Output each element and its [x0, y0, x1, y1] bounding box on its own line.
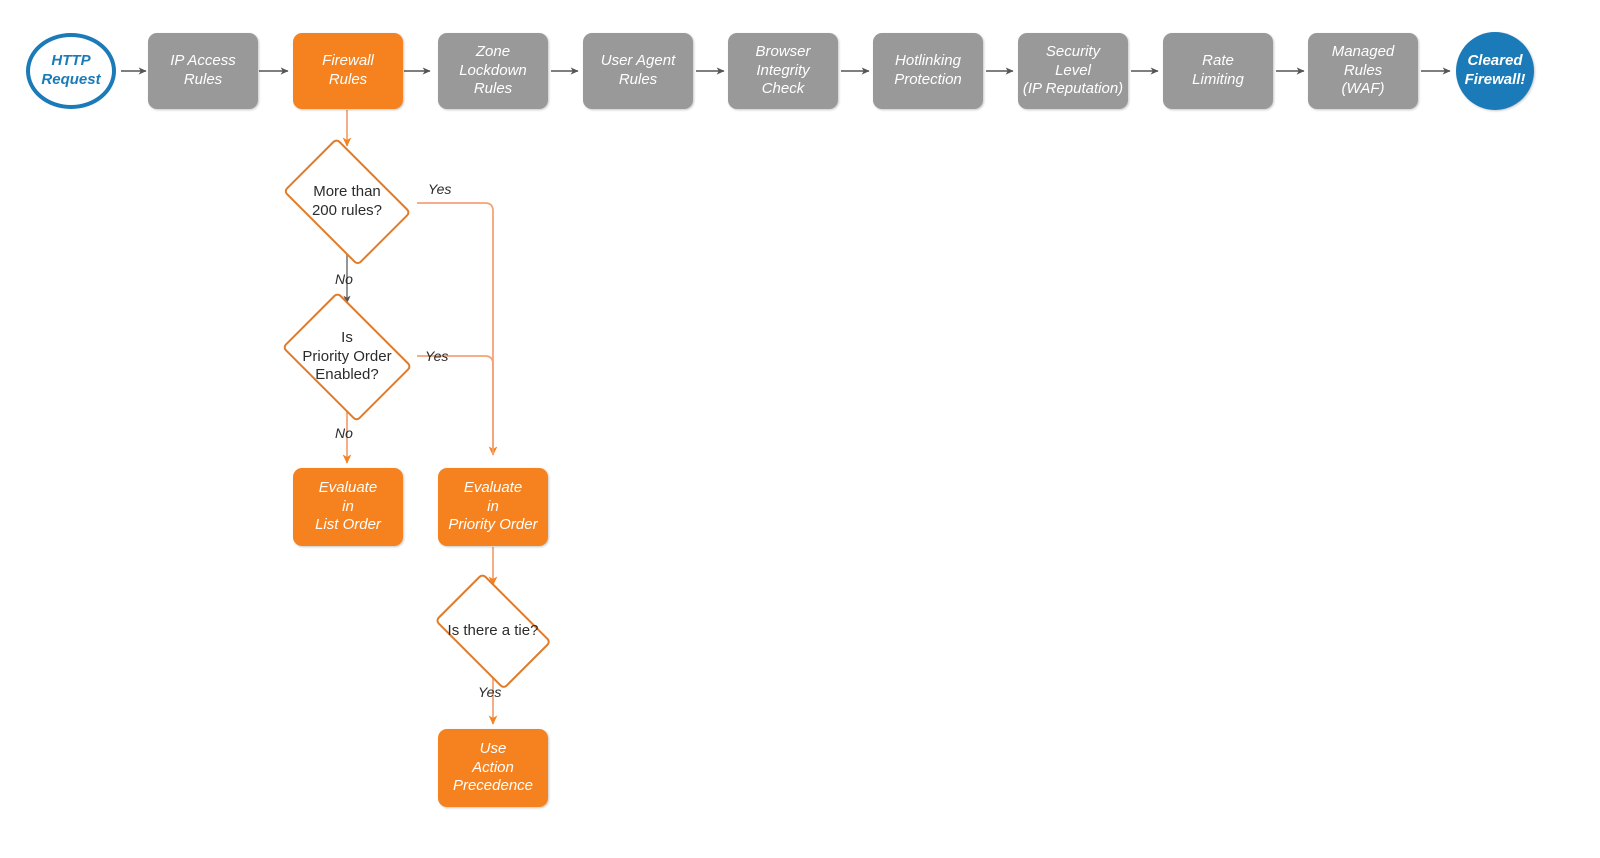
edge-yes-priority: [417, 355, 494, 455]
node-rate-limiting[interactable]: Rate Limiting: [1163, 33, 1273, 109]
node-firewall-rules[interactable]: Firewall Rules: [293, 33, 403, 109]
node-http-request[interactable]: HTTP Request: [26, 33, 116, 109]
node-label: Managed Rules (WAF): [1331, 42, 1395, 98]
node-use-action-precedence[interactable]: Use Action Precedence: [438, 729, 548, 807]
decision-label: Is there a tie?: [447, 621, 539, 639]
decision-is-there-a-tie[interactable]: Is there a tie?: [424, 572, 562, 690]
node-label: Evaluate in List Order: [315, 478, 381, 534]
node-security-level[interactable]: Security Level (IP Reputation): [1018, 33, 1128, 109]
node-ip-access-rules[interactable]: IP Access Rules: [148, 33, 258, 109]
node-label: Rate Limiting: [1192, 52, 1244, 88]
node-label: Use Action Precedence: [452, 739, 534, 795]
edge-label-no-priority-order: No: [335, 425, 353, 441]
node-zone-lockdown-rules[interactable]: Zone Lockdown Rules: [438, 33, 548, 109]
node-browser-integrity-check[interactable]: Browser Integrity Check: [728, 33, 838, 109]
node-cleared-firewall[interactable]: Cleared Firewall!: [1456, 32, 1534, 110]
node-label: Cleared Firewall!: [1464, 52, 1526, 88]
node-label: Security Level (IP Reputation): [1022, 42, 1124, 98]
decision-label: More than 200 rules?: [311, 183, 383, 219]
node-managed-rules-waf[interactable]: Managed Rules (WAF): [1308, 33, 1418, 109]
node-label: HTTP Request: [41, 52, 101, 88]
node-label: User Agent Rules: [600, 52, 676, 88]
decision-more-than-200-rules[interactable]: More than 200 rules?: [272, 137, 422, 267]
node-hotlinking-protection[interactable]: Hotlinking Protection: [873, 33, 983, 109]
edge-label-yes-tie: Yes: [478, 684, 502, 700]
edge-label-yes-more-than-200: Yes: [428, 181, 452, 197]
node-label: IP Access Rules: [170, 52, 236, 88]
node-label: Zone Lockdown Rules: [459, 42, 527, 98]
node-label: Browser Integrity Check: [755, 42, 811, 98]
decision-is-priority-order-enabled[interactable]: Is Priority Order Enabled?: [272, 291, 422, 423]
edge-label-yes-priority-order: Yes: [425, 348, 449, 364]
edge-label-no-more-than-200: No: [335, 271, 353, 287]
node-label: Hotlinking Protection: [894, 52, 962, 88]
node-label: Evaluate in Priority Order: [448, 478, 538, 534]
node-user-agent-rules[interactable]: User Agent Rules: [583, 33, 693, 109]
node-evaluate-in-list-order[interactable]: Evaluate in List Order: [293, 468, 403, 546]
decision-label: Is Priority Order Enabled?: [302, 328, 392, 384]
edge-yes-200: [417, 202, 498, 456]
node-label: Firewall Rules: [322, 52, 374, 88]
node-evaluate-in-priority-order[interactable]: Evaluate in Priority Order: [438, 468, 548, 546]
